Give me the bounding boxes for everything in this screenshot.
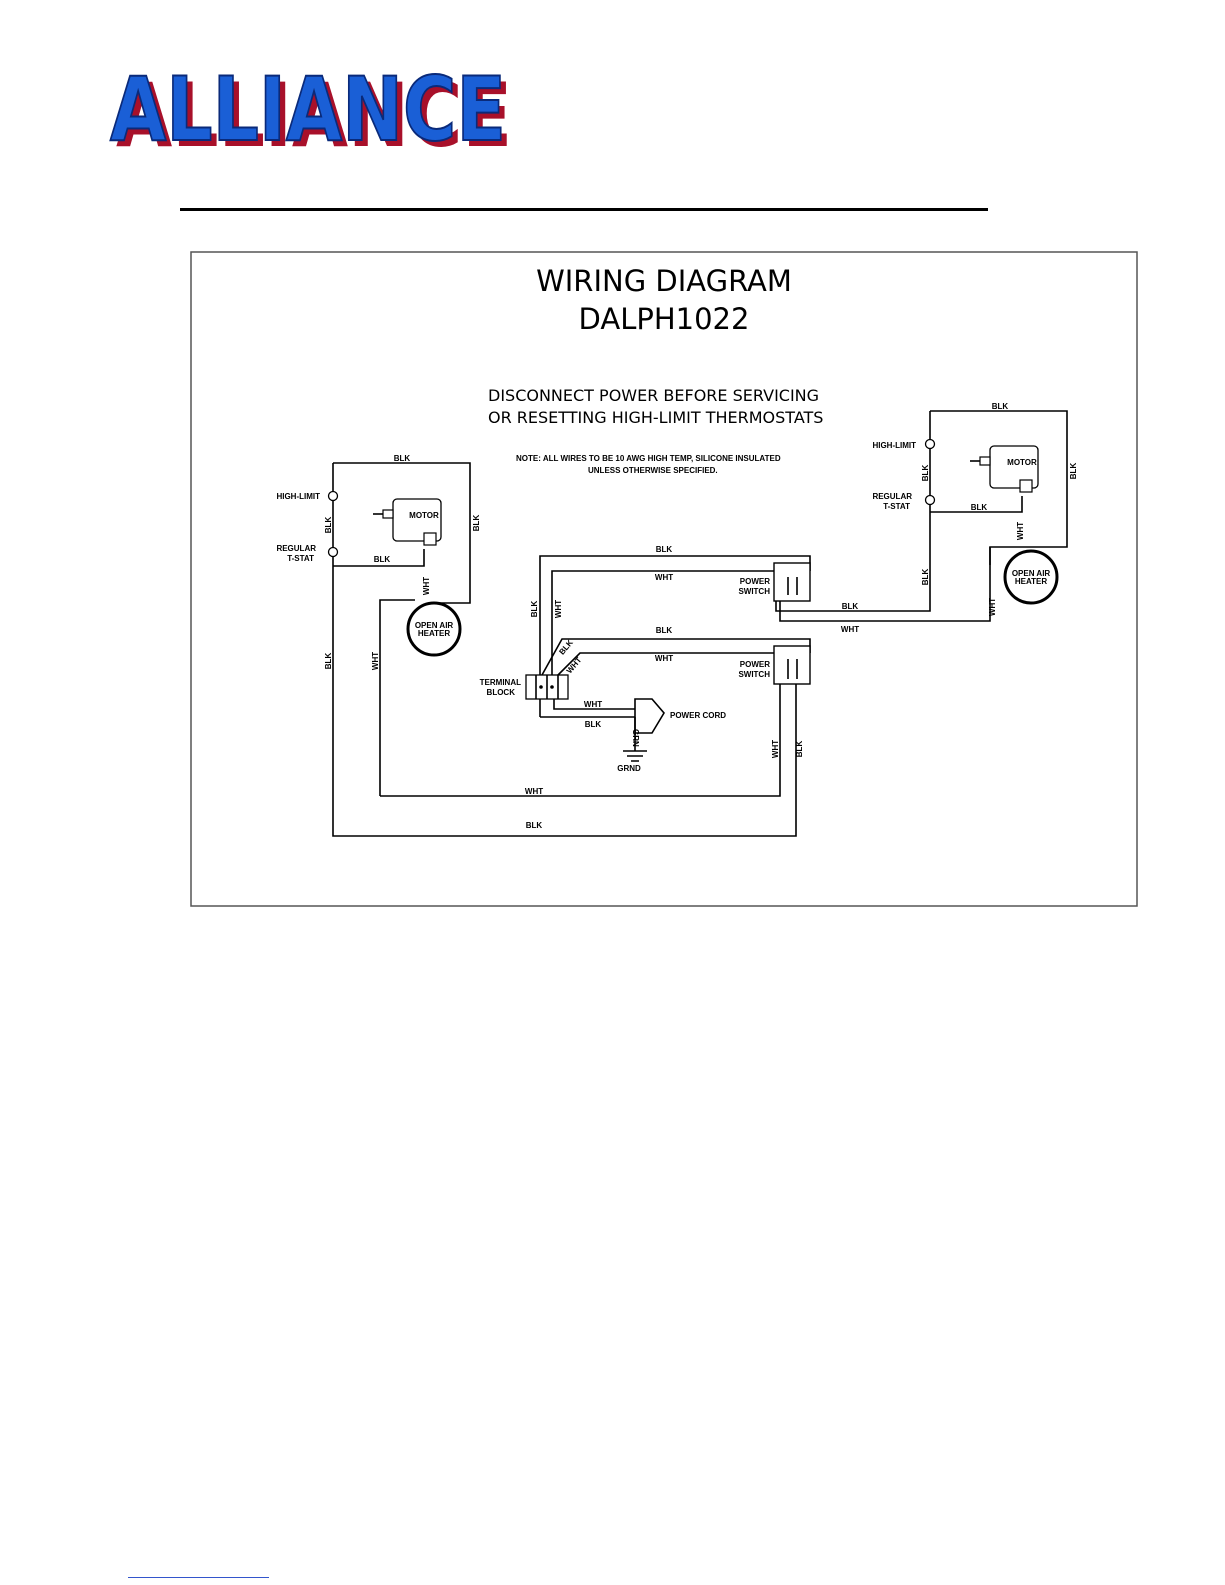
wire-label-blk: BLK [842,602,859,611]
right-heater-unit: HIGH-LIMIT REGULAR T-STAT MOTOR OPEN AIR… [775,410,1068,622]
wire-label-wht: WHT [771,740,780,758]
regular-label-right: REGULAR [872,492,912,501]
terminal-block-label-1: TERMINAL [480,678,521,687]
wiring-diagram: WIRING DIAGRAM DALPH1022 DISCONNECT POWE… [190,251,1138,907]
power-switch-2-label-1: POWER [740,660,770,669]
wire-label-blk: BLK [795,741,804,758]
wire-label-blk: BLK [324,517,333,534]
diagram-title: WIRING DIAGRAM [536,264,792,298]
warning-line-2: OR RESETTING HIGH-LIMIT THERMOSTATS [488,408,823,427]
heater-label-1-right: OPEN AIR [1012,569,1051,578]
high-limit-label-right: HIGH-LIMIT [872,441,916,450]
tstat-label-right: T-STAT [883,502,910,511]
wire-label-wht: WHT [988,598,997,616]
power-switch-1-label-2: SWITCH [738,587,770,596]
header-rule [180,208,988,211]
wire-label-wht: WHT [584,700,602,709]
wire-label-blk: BLK [530,601,539,618]
power-switch-2-label-2: SWITCH [738,670,770,679]
wire-label-blk: BLK [324,653,333,670]
logo-shadow: ALLIANCE [116,64,512,162]
note-line-1: NOTE: ALL WIRES TO BE 10 AWG HIGH TEMP, … [516,454,781,463]
regular-tstat-terminal-right [924,494,936,506]
note-line-2: UNLESS OTHERWISE SPECIFIED. [588,466,718,475]
terminal-block [525,674,569,700]
high-limit-terminal [327,490,339,502]
heater-icon-right [1003,549,1059,605]
heater-label-2: HEATER [418,629,451,638]
motor-label: MOTOR [409,511,439,520]
heater-label-1: OPEN AIR [415,621,454,630]
wire-label-blk: BLK [1069,463,1078,480]
wire-labels: BLK BLK BLK BLK WHT BLK WHT WHT BLK WHT … [324,402,1078,830]
wire-label-wht: WHT [655,654,673,663]
green-label: GRN [631,729,640,747]
logo-text: ALLIANCE [110,62,506,161]
wire-label-wht: WHT [422,577,431,595]
wire-label-wht: WHT [655,573,673,582]
alliance-logo: ALLIANCE ALLIANCE [109,62,512,162]
wire-label-blk: BLK [585,720,602,729]
wire-label-blk: BLK [992,402,1009,411]
wire-label-wht: WHT [554,600,563,618]
wire-label-blk: BLK [472,515,481,532]
ground-label: GRND [617,764,641,773]
wire-label-blk: BLK [921,465,930,482]
wire-label-blk: BLK [971,503,988,512]
regular-tstat-terminal [327,546,339,558]
wire-label-blk: BLK [394,454,411,463]
power-switch-1-label-1: POWER [740,577,770,586]
diagram-frame [190,251,1138,907]
warning-line-1: DISCONNECT POWER BEFORE SERVICING [488,386,819,405]
wire-label-blk: BLK [374,555,391,564]
wire-label-blk: BLK [526,821,543,830]
diagram-model: DALPH1022 [579,302,750,336]
left-heater-unit: HIGH-LIMIT REGULAR T-STAT MOTOR OPEN AIR… [276,462,797,837]
ground-icon [623,750,647,762]
heater-icon [406,601,462,657]
power-switch-1 [773,562,811,602]
high-limit-terminal-right [924,438,936,450]
wire-label-blk: BLK [921,569,930,586]
power-cord-label: POWER CORD [670,711,726,720]
power-switch-2 [773,645,811,685]
regular-label: REGULAR [276,544,316,553]
tstat-label: T-STAT [287,554,314,563]
wire-label-blk: BLK [656,545,673,554]
motor-icon-right: MOTOR [970,445,1039,493]
motor-icon: MOTOR [373,498,442,546]
power-distribution: POWER SWITCH POWER SWITCH TERMINAL BLOCK… [480,555,811,773]
heater-label-2-right: HEATER [1015,577,1048,586]
wire-label-wht: WHT [841,625,859,634]
wire-label-blk: BLK [656,626,673,635]
terminal-block-label-2: BLOCK [487,688,516,697]
high-limit-label: HIGH-LIMIT [276,492,320,501]
wire-label-wht: WHT [525,787,543,796]
wire-label-wht: WHT [1016,522,1025,540]
footer-link-underline [128,1577,269,1578]
motor-label-right: MOTOR [1007,458,1037,467]
wire-label-wht: WHT [371,652,380,670]
